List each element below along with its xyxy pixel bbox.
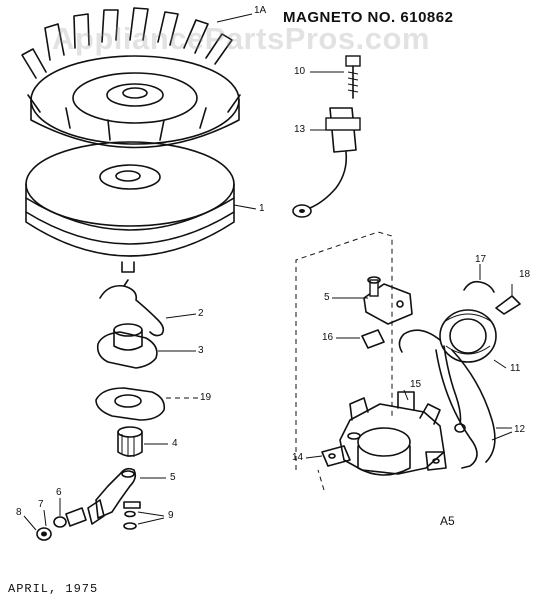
callout-11[interactable]: 11 (510, 363, 521, 374)
callout-13[interactable]: 13 (294, 124, 306, 135)
stator-housing (305, 389, 447, 476)
callout-9[interactable]: 9 (168, 510, 174, 521)
callout-18[interactable]: 18 (519, 269, 531, 280)
callout-3[interactable]: 3 (198, 345, 204, 356)
flywheel (25, 141, 257, 273)
callout-10[interactable]: 10 (294, 66, 306, 77)
revision-date: APRIL, 1975 (8, 582, 99, 596)
cam-sleeve (96, 323, 196, 369)
mounting-screw (310, 55, 361, 99)
diagram-title: MAGNETO NO. 610862 (283, 9, 454, 26)
ignition-coil (398, 309, 507, 433)
flywheel-fan (21, 7, 253, 149)
callout-1[interactable]: 1 (259, 203, 265, 214)
callout-8[interactable]: 8 (16, 507, 22, 518)
lead-clip (495, 284, 521, 315)
callout-2[interactable]: 2 (198, 308, 204, 319)
callout-1a[interactable]: 1A (254, 5, 267, 16)
assembly-outline (295, 231, 393, 491)
callout-15[interactable]: 15 (410, 379, 422, 390)
felt-pad (336, 329, 385, 349)
wire-clip (463, 264, 495, 293)
callout-17[interactable]: 17 (475, 254, 487, 265)
condenser (292, 107, 361, 218)
watermark: AppliancePartsPros.com (52, 21, 430, 56)
callout-19[interactable]: 19 (200, 392, 212, 403)
callout-16[interactable]: 16 (322, 332, 334, 343)
bushing (117, 426, 168, 457)
coil-leads (435, 349, 513, 469)
callout-7[interactable]: 7 (38, 499, 44, 510)
callout-5-upper[interactable]: 5 (324, 292, 330, 303)
pivot-post (332, 276, 413, 325)
spring-clip (99, 279, 197, 337)
breaker-arm-assembly (23, 467, 166, 541)
callout-14[interactable]: 14 (292, 452, 304, 463)
callout-6[interactable]: 6 (56, 487, 62, 498)
callout-5-lower[interactable]: 5 (170, 472, 176, 483)
callout-4[interactable]: 4 (172, 438, 178, 449)
callout-12[interactable]: 12 (514, 424, 526, 435)
diagram-code: A5 (440, 514, 455, 528)
gasket (95, 387, 198, 421)
